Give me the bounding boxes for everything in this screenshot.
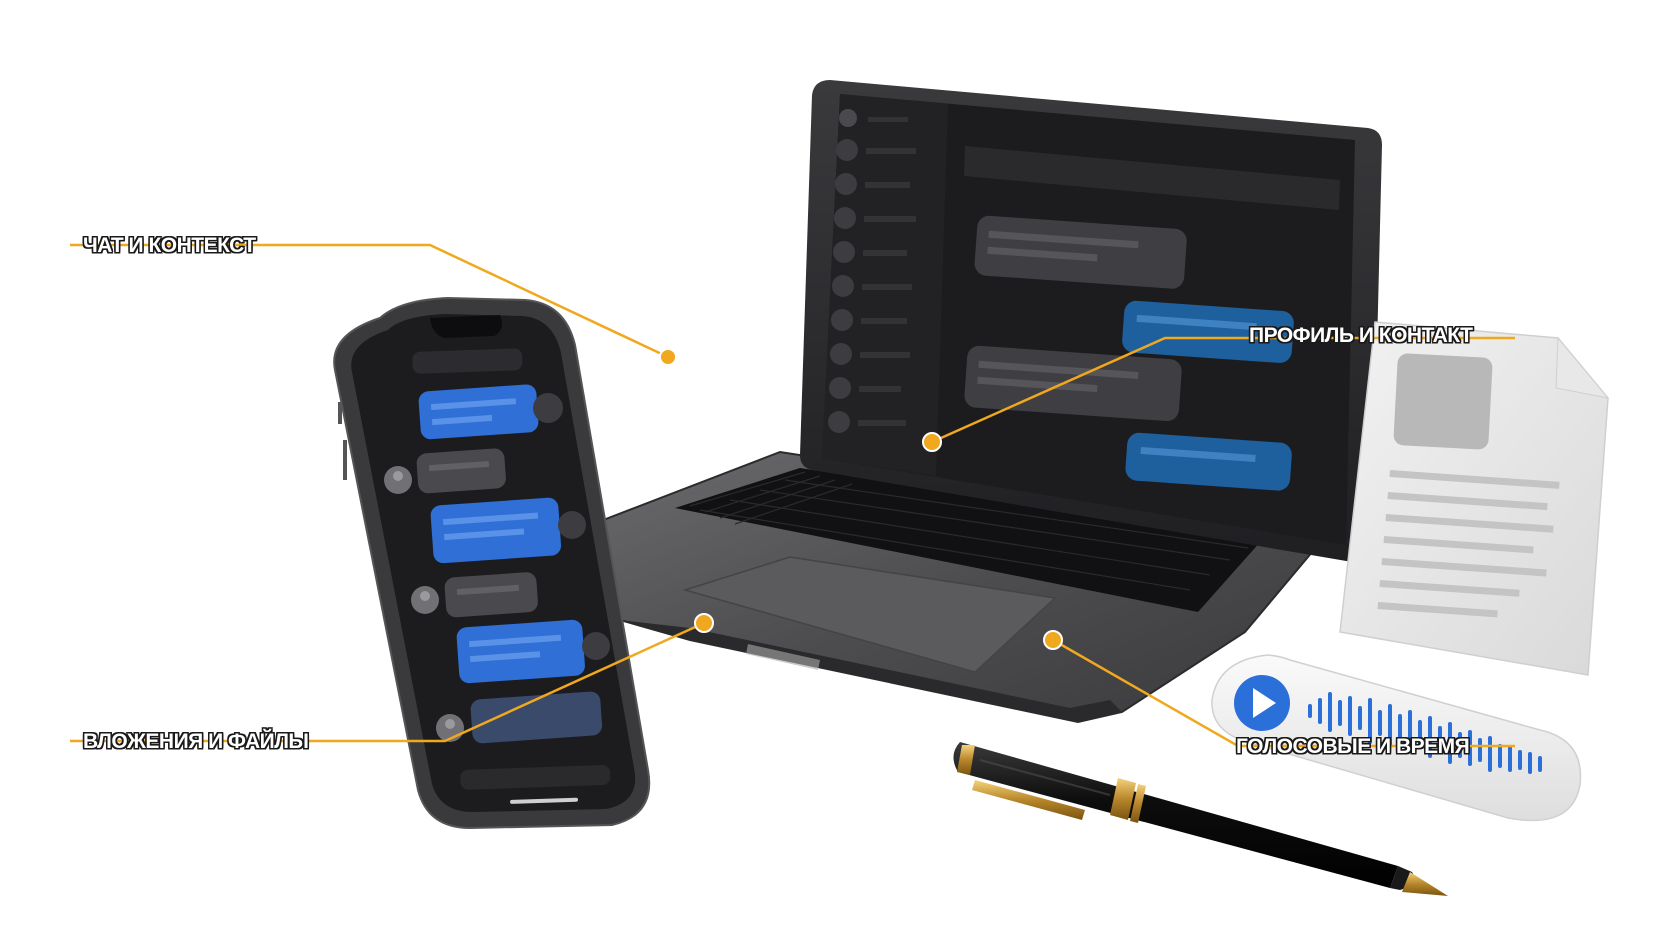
- laptop: [596, 80, 1382, 724]
- leader-profile: [931, 336, 1515, 444]
- hotspot-profile: [922, 432, 942, 452]
- laptop-bubble-outgoing-2: [1125, 432, 1292, 491]
- phone: [333, 296, 651, 830]
- voice-message-pill: [1211, 654, 1582, 822]
- leader-voice: [1052, 638, 1515, 748]
- keyboard-keys: [689, 471, 1249, 591]
- laptop-trackpad: [682, 556, 1057, 673]
- document-icon: [1339, 321, 1610, 676]
- hotspot-attach: [694, 613, 714, 633]
- callout-profile-label: ПРОФИЛЬ И КОНТАКТ: [1249, 324, 1473, 347]
- callout-attachments-label: ВЛОЖЕНИЯ И ФАЙЛЫ: [83, 730, 309, 753]
- hotspot-chat: [659, 348, 677, 366]
- phone-bubble-in-2: [444, 572, 538, 618]
- callout-voice-label: ГОЛОСОВЫЕ И ВРЕМЯ: [1236, 735, 1470, 758]
- phone-bubble-in-1: [416, 448, 506, 494]
- laptop-sidebar-lines: [858, 117, 916, 426]
- home-indicator: [510, 797, 579, 804]
- callout-dots: [659, 348, 1063, 650]
- phone-bubble-out-3: [456, 619, 585, 684]
- hotspot-voice: [1043, 630, 1063, 650]
- callout-leaders: [70, 243, 1515, 748]
- avatar-icon: [582, 632, 610, 660]
- waveform-icon: [1308, 692, 1542, 774]
- play-icon: [1253, 688, 1276, 718]
- laptop-bubble-outgoing: [1122, 300, 1294, 363]
- phone-bubble-in-3: [470, 691, 603, 744]
- avatar-icon: [558, 511, 586, 539]
- phone-bubble-out-1: [418, 384, 539, 440]
- leader-attach: [70, 621, 705, 743]
- avatar-icon: [533, 393, 563, 423]
- laptop-sidebar-avatars: [828, 109, 858, 433]
- laptop-keyboard: [675, 468, 1262, 612]
- leader-chat: [70, 243, 669, 359]
- callout-chat-label: ЧАТ И КОНТЕКСТ: [83, 234, 256, 257]
- pen-icon: [953, 742, 1448, 896]
